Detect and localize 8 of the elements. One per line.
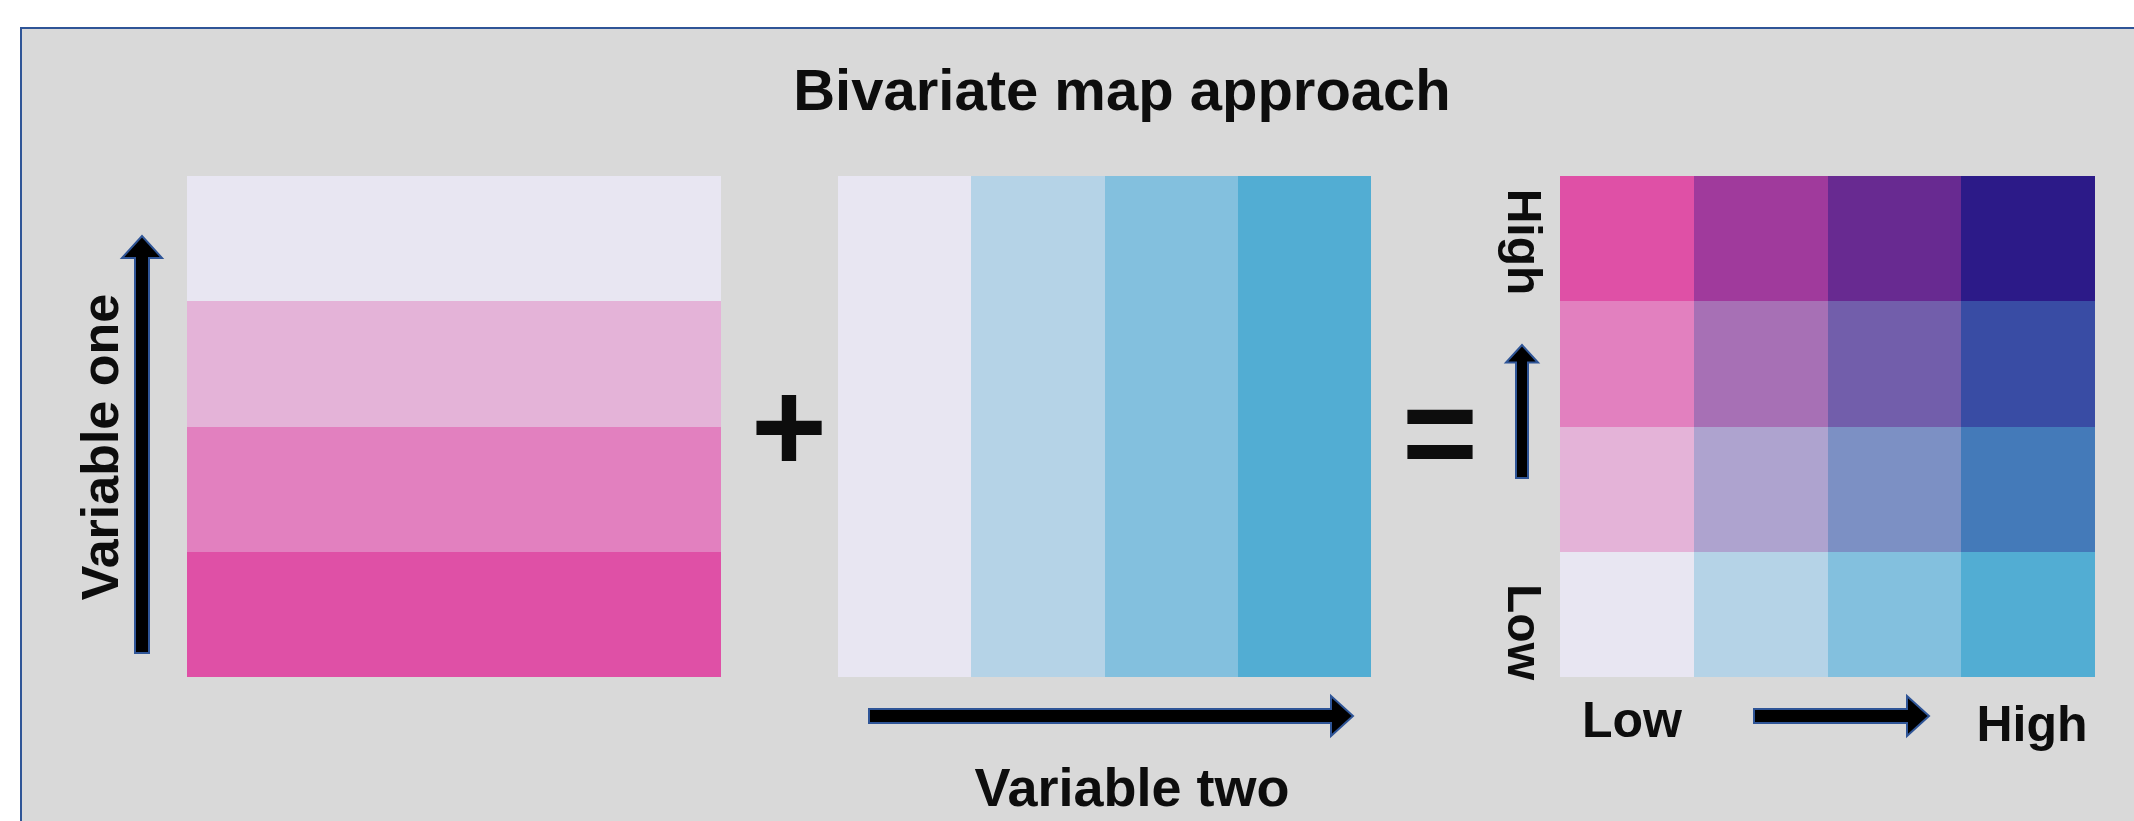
axis-label: High bbox=[1976, 699, 2088, 749]
axis-label: Variable two bbox=[974, 760, 1290, 814]
axis-label: High bbox=[1500, 188, 1548, 296]
equals-sign: = bbox=[1402, 367, 1478, 497]
axis-label: Low bbox=[1500, 584, 1548, 680]
axis-label: Low bbox=[1582, 695, 1682, 745]
axis-label: Variable one bbox=[74, 293, 126, 601]
plus-sign: + bbox=[751, 361, 827, 491]
